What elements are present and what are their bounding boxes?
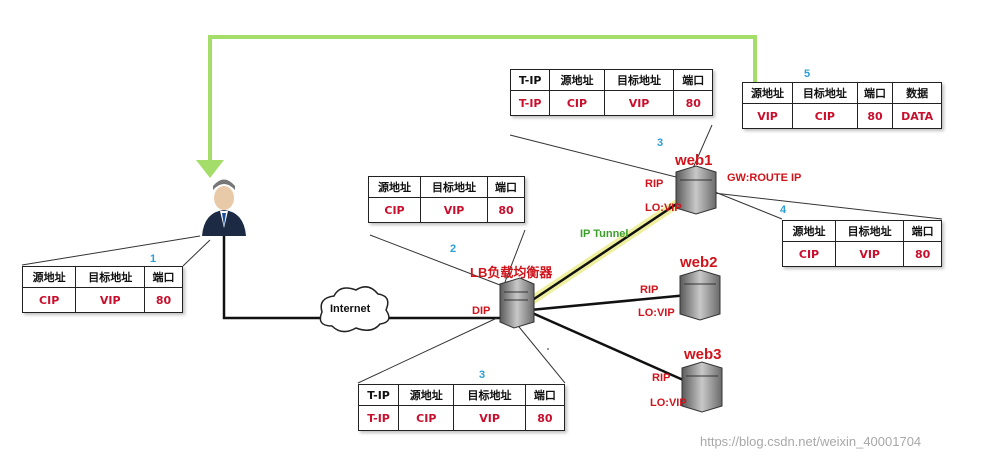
step-number-3-bottom: 3 <box>479 369 486 381</box>
web1-lo-vip-label: LO:VIP <box>645 202 682 214</box>
client-user-icon <box>202 179 246 236</box>
header-cell: 端口 <box>673 69 713 91</box>
lb-web3-link <box>529 310 691 385</box>
value-cell: VIP <box>75 287 146 313</box>
value-cell: 80 <box>856 103 894 129</box>
return-arrow-icon <box>196 160 224 178</box>
value-cell: 80 <box>903 241 942 267</box>
header-cell: 源地址 <box>782 220 836 242</box>
internet-label: Internet <box>330 303 371 315</box>
value-cell: 80 <box>673 90 713 116</box>
header-cell: 端口 <box>487 176 525 198</box>
web2-lo-vip-label: LO:VIP <box>638 307 675 319</box>
header-cell: 源地址 <box>398 384 455 406</box>
web2-label: web2 <box>680 254 718 271</box>
step-number-4: 4 <box>780 204 787 216</box>
dip-label: DIP <box>472 305 491 317</box>
value-cell: CIP <box>549 90 605 116</box>
web2-rip-label: RIP <box>640 284 659 296</box>
value-cell: VIP <box>453 405 526 431</box>
step-number-3-top: 3 <box>657 137 664 149</box>
lb-label: LB负载均衡器 <box>470 265 553 280</box>
web1-rip-label: RIP <box>645 178 664 190</box>
header-cell: 源地址 <box>741 82 794 104</box>
lb-web2-link <box>529 293 689 312</box>
header-cell: 源地址 <box>368 176 421 198</box>
internet-cloud-icon <box>319 286 390 333</box>
header-cell: 目标地址 <box>834 220 905 242</box>
header-cell: T-IP <box>509 69 551 91</box>
web2-server-icon <box>679 269 721 321</box>
header-cell: 源地址 <box>21 266 77 288</box>
web3-rip-label: RIP <box>652 372 671 384</box>
header-cell: 端口 <box>144 266 183 288</box>
step-number-5: 5 <box>804 68 811 80</box>
value-cell: CIP <box>21 287 77 313</box>
value-cell: CIP <box>398 405 455 431</box>
header-cell: 源地址 <box>549 69 605 91</box>
header-cell: 数据 <box>892 82 942 104</box>
value-cell: CIP <box>368 197 421 223</box>
value-cell: DATA <box>892 103 942 129</box>
header-cell: 目标地址 <box>453 384 526 406</box>
lb-web1-link <box>524 193 691 307</box>
value-cell: 80 <box>524 405 566 431</box>
value-cell: T-IP <box>357 405 400 431</box>
value-cell: 80 <box>487 197 525 223</box>
header-cell: 目标地址 <box>419 176 489 198</box>
value-cell: T-IP <box>509 90 551 116</box>
value-cell: 80 <box>144 287 183 313</box>
header-cell: 目标地址 <box>75 266 146 288</box>
header-cell: 目标地址 <box>792 82 858 104</box>
web3-label: web3 <box>684 346 722 363</box>
gw-label: GW:ROUTE IP <box>727 172 802 184</box>
ip-tunnel-label: IP Tunnel <box>580 228 629 240</box>
header-cell: 端口 <box>524 384 566 406</box>
value-cell: VIP <box>419 197 489 223</box>
web3-lo-vip-label: LO:VIP <box>650 397 687 409</box>
value-cell: CIP <box>792 103 858 129</box>
value-cell: VIP <box>834 241 905 267</box>
header-cell: T-IP <box>357 384 400 406</box>
step-number-1: 1 <box>150 253 157 265</box>
value-cell: VIP <box>603 90 675 116</box>
return-path-line <box>208 35 757 160</box>
step-number-2: 2 <box>450 243 457 255</box>
header-cell: 目标地址 <box>603 69 675 91</box>
client-link <box>222 235 320 320</box>
lb-server-icon <box>499 277 535 329</box>
header-cell: 端口 <box>856 82 894 104</box>
header-cell: 端口 <box>903 220 942 242</box>
web3-server-icon <box>681 361 723 413</box>
watermark-text: https://blog.csdn.net/weixin_40001704 <box>700 434 922 449</box>
web1-label: web1 <box>675 152 713 169</box>
value-cell: VIP <box>741 103 794 129</box>
value-cell: CIP <box>782 241 836 267</box>
web1-server-icon <box>675 165 717 215</box>
